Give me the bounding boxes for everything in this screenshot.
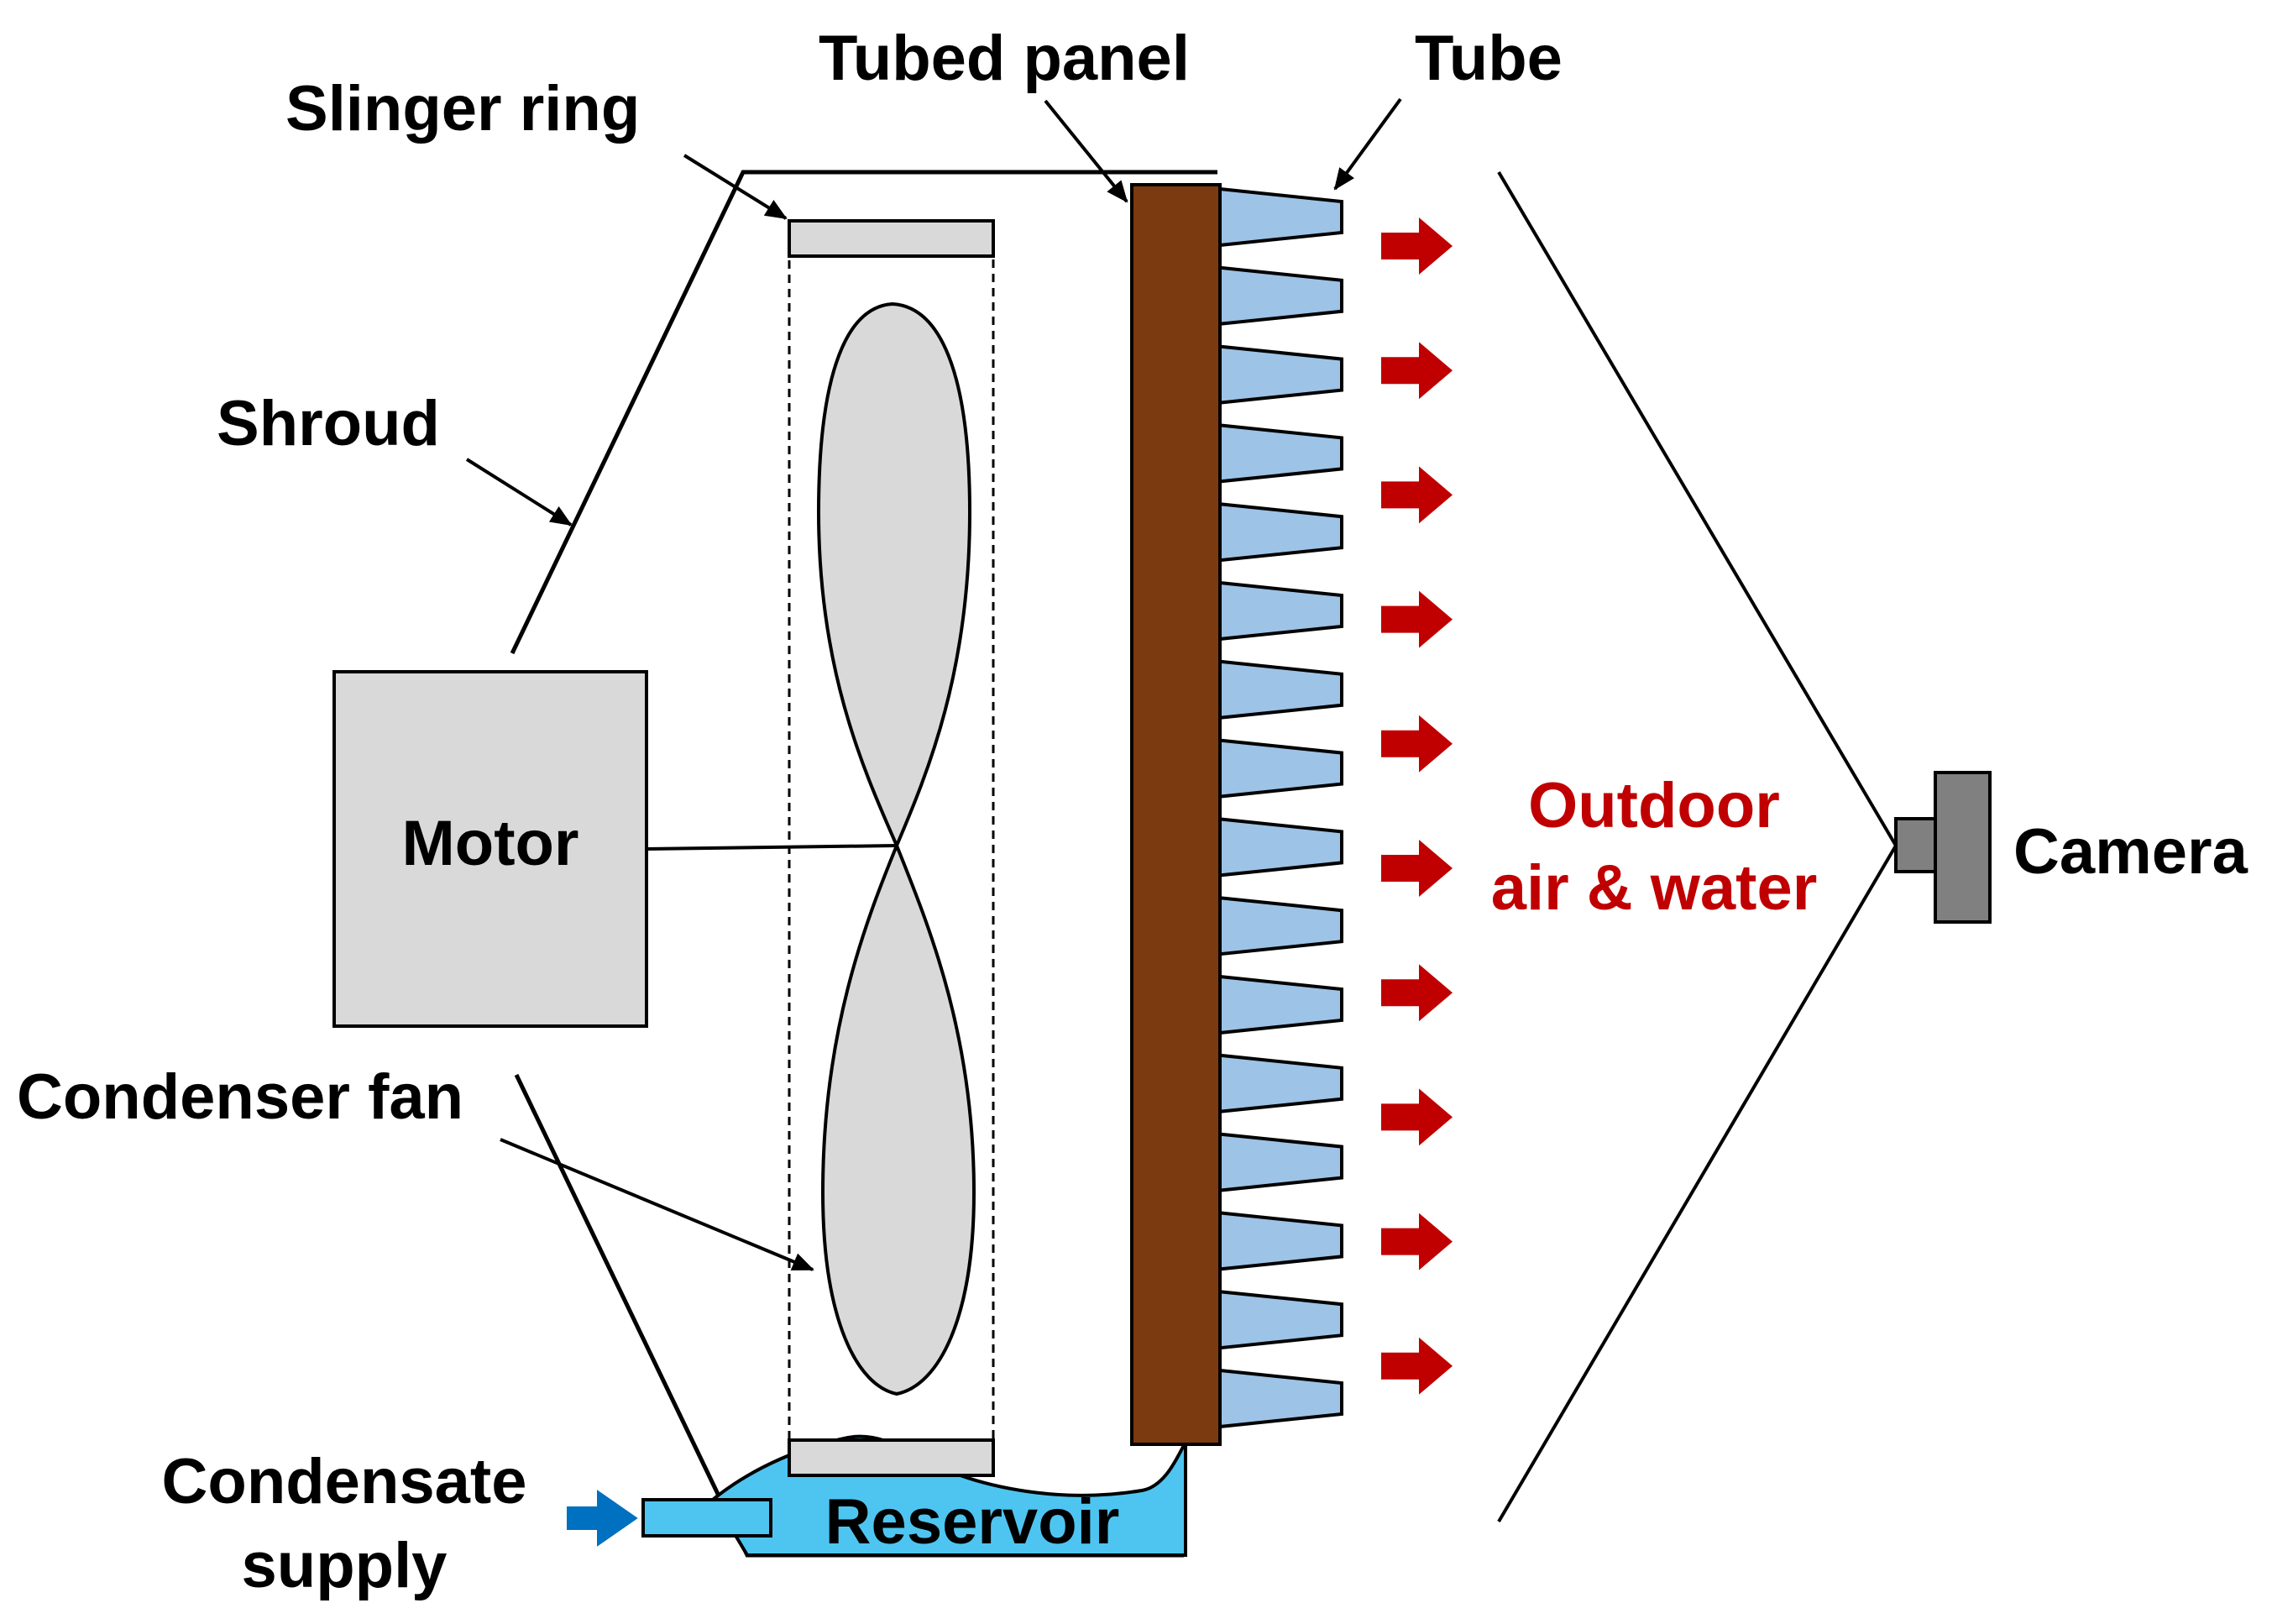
tube [1218, 423, 1343, 484]
tube [1218, 1132, 1343, 1192]
right-arrow-icon [1381, 590, 1453, 648]
label-tubed-panel: Tubed panel [819, 23, 1190, 94]
tube [1218, 895, 1343, 956]
tube [1218, 817, 1343, 877]
right-arrow-icon [1381, 342, 1453, 400]
tube-fins [1218, 186, 1343, 1429]
leader-tubed-panel [1044, 99, 1128, 203]
leader-arrows [465, 97, 1402, 1271]
leader-condenser-fan [500, 1138, 814, 1271]
flow-arrows [1381, 217, 1453, 1395]
leader-slinger-ring [683, 154, 788, 220]
label-condensate-supply-2: supply [242, 1530, 448, 1601]
right-arrow-icon [1381, 964, 1453, 1022]
tube [1218, 344, 1343, 405]
tube [1218, 265, 1343, 327]
tube [1218, 1368, 1343, 1429]
slinger-ring [788, 219, 995, 1477]
motor-shaft [646, 844, 898, 851]
leader-tube [1333, 97, 1402, 191]
camera-view-lines [1497, 170, 1898, 1523]
leader-shroud [465, 458, 573, 526]
right-arrow-icon [1381, 1213, 1453, 1270]
tube [1218, 1211, 1343, 1271]
tube [1218, 580, 1343, 642]
tubed-panel [1130, 183, 1222, 1446]
label-tube: Tube [1415, 23, 1563, 94]
fan-blade-upper [816, 301, 972, 851]
label-slinger-ring: Slinger ring [285, 73, 640, 144]
fan-blade-lower [820, 841, 976, 1396]
supply-arrow-icon [567, 1490, 638, 1547]
right-arrow-icon [1381, 217, 1453, 275]
tube [1218, 1289, 1343, 1350]
condensate-supply-pipe [641, 1498, 781, 1538]
tube [1218, 738, 1343, 799]
label-reservoir: Reservoir [825, 1486, 1120, 1558]
right-arrow-icon [1381, 715, 1453, 773]
label-camera: Camera [2013, 816, 2248, 888]
tube [1218, 974, 1343, 1035]
right-arrow-icon [1381, 1088, 1453, 1146]
label-outdoor-2: air & water [1491, 852, 1818, 924]
label-condensate-supply-1: Condensate [162, 1446, 527, 1517]
motor-box [332, 670, 648, 1028]
right-arrow-icon [1381, 840, 1453, 897]
tube [1218, 501, 1343, 563]
slinger-ring-bottom [788, 1438, 995, 1477]
tube [1218, 659, 1343, 720]
right-arrow-icon [1381, 1337, 1453, 1395]
camera-icon [1894, 771, 1992, 924]
label-motor: Motor [401, 808, 578, 879]
slinger-ring-top [788, 219, 995, 258]
tube [1218, 186, 1343, 248]
condenser-fan [816, 301, 976, 1396]
label-shroud: Shroud [217, 388, 440, 459]
right-arrow-icon [1381, 466, 1453, 524]
label-condenser-fan: Condenser fan [17, 1061, 463, 1133]
label-outdoor-1: Outdoor [1528, 770, 1780, 841]
tube [1218, 1053, 1343, 1114]
